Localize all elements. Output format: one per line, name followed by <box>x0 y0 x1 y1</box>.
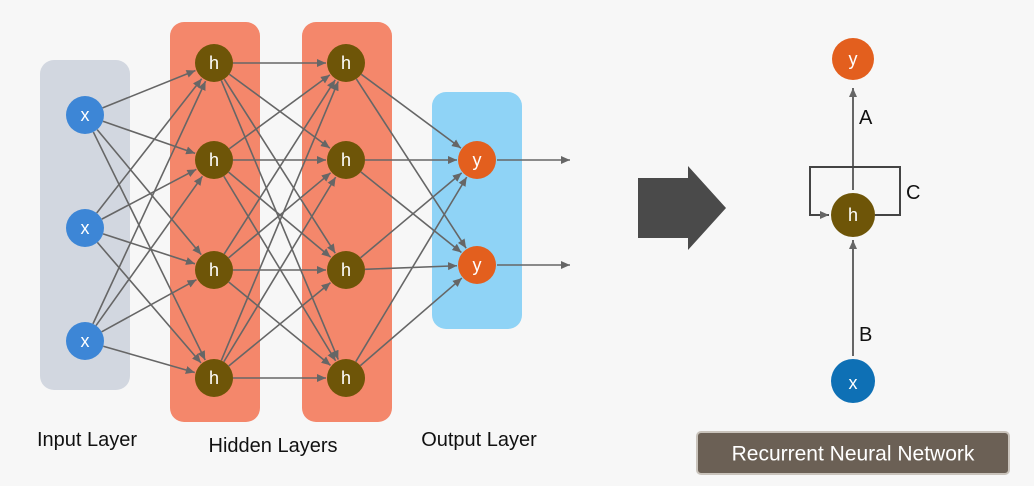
hidden-layers-label: Hidden Layers <box>209 435 338 457</box>
hidden-layer-2-panel <box>302 22 392 422</box>
input-layer-label: Input Layer <box>37 429 137 451</box>
output-layer-panel <box>432 92 522 329</box>
edge-input-2-to-hidden1-2 <box>101 168 197 220</box>
edge-input-2-to-hidden1-3 <box>102 233 196 265</box>
input-node-2-label: x <box>81 218 90 238</box>
hidden2-node-1-label: h <box>341 53 351 73</box>
output-node-1 <box>458 141 496 179</box>
rnn-edge-b-label: B <box>859 324 872 346</box>
edge-hidden2-4-to-output-2 <box>359 277 463 367</box>
rnn-h-label: h <box>848 205 858 225</box>
input-node-3 <box>66 322 104 360</box>
rnn-h-node <box>831 193 875 237</box>
edge-input-1-to-hidden1-4 <box>92 131 206 361</box>
edge-hidden2-1-to-output-1 <box>360 73 462 149</box>
hidden1-node-1 <box>195 44 233 82</box>
hidden2-node-4 <box>327 359 365 397</box>
rnn-edge-a-label: A <box>859 107 873 129</box>
edge-input-2-to-hidden1-1 <box>96 78 203 214</box>
edge-hidden2-3-to-output-1 <box>360 172 463 259</box>
edge-input-3-to-hidden1-2 <box>95 175 204 326</box>
edge-hidden1-2-to-hidden2-1 <box>228 74 331 150</box>
edge-hidden2-1-to-output-2 <box>355 78 467 249</box>
edge-input-3-to-hidden1-4 <box>103 345 195 374</box>
edge-input-1-to-hidden1-1 <box>102 69 196 109</box>
edge-input-3-to-hidden1-3 <box>101 278 197 333</box>
hidden1-node-3-label: h <box>209 260 219 280</box>
edge-input-1-to-hidden1-3 <box>96 129 202 256</box>
hidden1-node-2-label: h <box>209 150 219 170</box>
feedforward-nodes: x x x h h h h h h h h y y <box>66 44 496 397</box>
input-node-2 <box>66 209 104 247</box>
output-node-1-label: y <box>473 150 482 170</box>
output-node-2-label: y <box>473 255 482 275</box>
hidden1-node-1-label: h <box>209 53 219 73</box>
rnn-caption-text: Recurrent Neural Network <box>732 443 975 466</box>
hidden2-node-2-label: h <box>341 150 351 170</box>
edge-hidden2-2-to-output-2 <box>360 171 462 254</box>
transform-arrow <box>638 166 726 250</box>
rnn-edge-c-loop <box>809 166 901 219</box>
edge-input-1-to-hidden1-2 <box>102 120 196 155</box>
input-node-1-label: x <box>81 105 90 125</box>
rnn-diagram: y h x A B C <box>809 38 920 403</box>
output-layer-label: Output Layer <box>421 429 537 451</box>
input-node-3-label: x <box>81 331 90 351</box>
edge-hidden2-3-to-output-2 <box>364 262 458 271</box>
rnn-y-label: y <box>849 49 858 69</box>
edge-hidden1-3-to-hidden2-1 <box>223 79 336 255</box>
rnn-x-node <box>831 359 875 403</box>
edge-input-3-to-hidden1-1 <box>92 80 207 325</box>
hidden2-node-2 <box>327 141 365 179</box>
edge-hidden1-4-to-hidden2-1 <box>220 81 340 361</box>
edge-hidden1-4-to-hidden2-3 <box>228 282 332 367</box>
output-node-2 <box>458 246 496 284</box>
hidden2-node-3 <box>327 251 365 289</box>
rnn-y-node <box>832 38 874 80</box>
edge-hidden1-3-to-hidden2-2 <box>228 172 332 259</box>
hidden2-node-3-label: h <box>341 260 351 280</box>
input-node-1 <box>66 96 104 134</box>
edge-hidden2-4-to-output-1 <box>355 176 468 363</box>
hidden1-node-4 <box>195 359 233 397</box>
rnn-caption-box <box>696 431 1010 475</box>
hidden1-node-3 <box>195 251 233 289</box>
rnn-x-label: x <box>849 373 858 393</box>
hidden2-node-4-label: h <box>341 368 351 388</box>
rnn-edge-c-label: C <box>906 182 920 204</box>
edge-hidden1-4-to-hidden2-2 <box>223 176 337 363</box>
hidden1-node-2 <box>195 141 233 179</box>
hidden2-node-1 <box>327 44 365 82</box>
edge-input-2-to-hidden1-4 <box>96 241 202 364</box>
feedforward-edges <box>92 59 570 382</box>
hidden1-node-4-label: h <box>209 368 219 388</box>
